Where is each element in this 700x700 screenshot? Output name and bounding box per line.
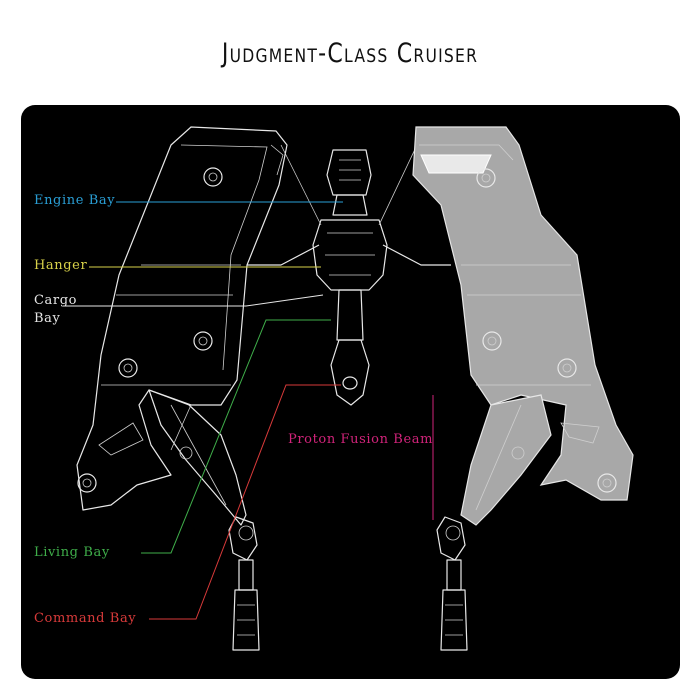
cargo-bay-leader xyxy=(63,295,323,306)
command-bay-leader xyxy=(149,385,341,619)
cruiser-diagram xyxy=(21,105,680,679)
cargo-bay-label-line2: Bay xyxy=(34,310,60,328)
right-command-pod xyxy=(437,517,467,650)
cargo-bay-label-line1: Cargo xyxy=(34,292,77,310)
central-ship xyxy=(247,145,451,405)
engine-bay-label: Engine Bay xyxy=(34,192,115,210)
hanger-label: Hanger xyxy=(34,257,87,275)
command-bay-label: Command Bay xyxy=(34,610,136,628)
left-command-pod xyxy=(229,517,259,650)
proton-fusion-beam-label: Proton Fusion Beam xyxy=(288,431,433,449)
page-title: Judgment-Class Cruiser xyxy=(63,38,637,69)
diagram-panel: Engine Bay Hanger Cargo Bay Proton Fusio… xyxy=(21,105,680,679)
living-bay-label: Living Bay xyxy=(34,544,110,562)
right-wing xyxy=(413,127,633,525)
